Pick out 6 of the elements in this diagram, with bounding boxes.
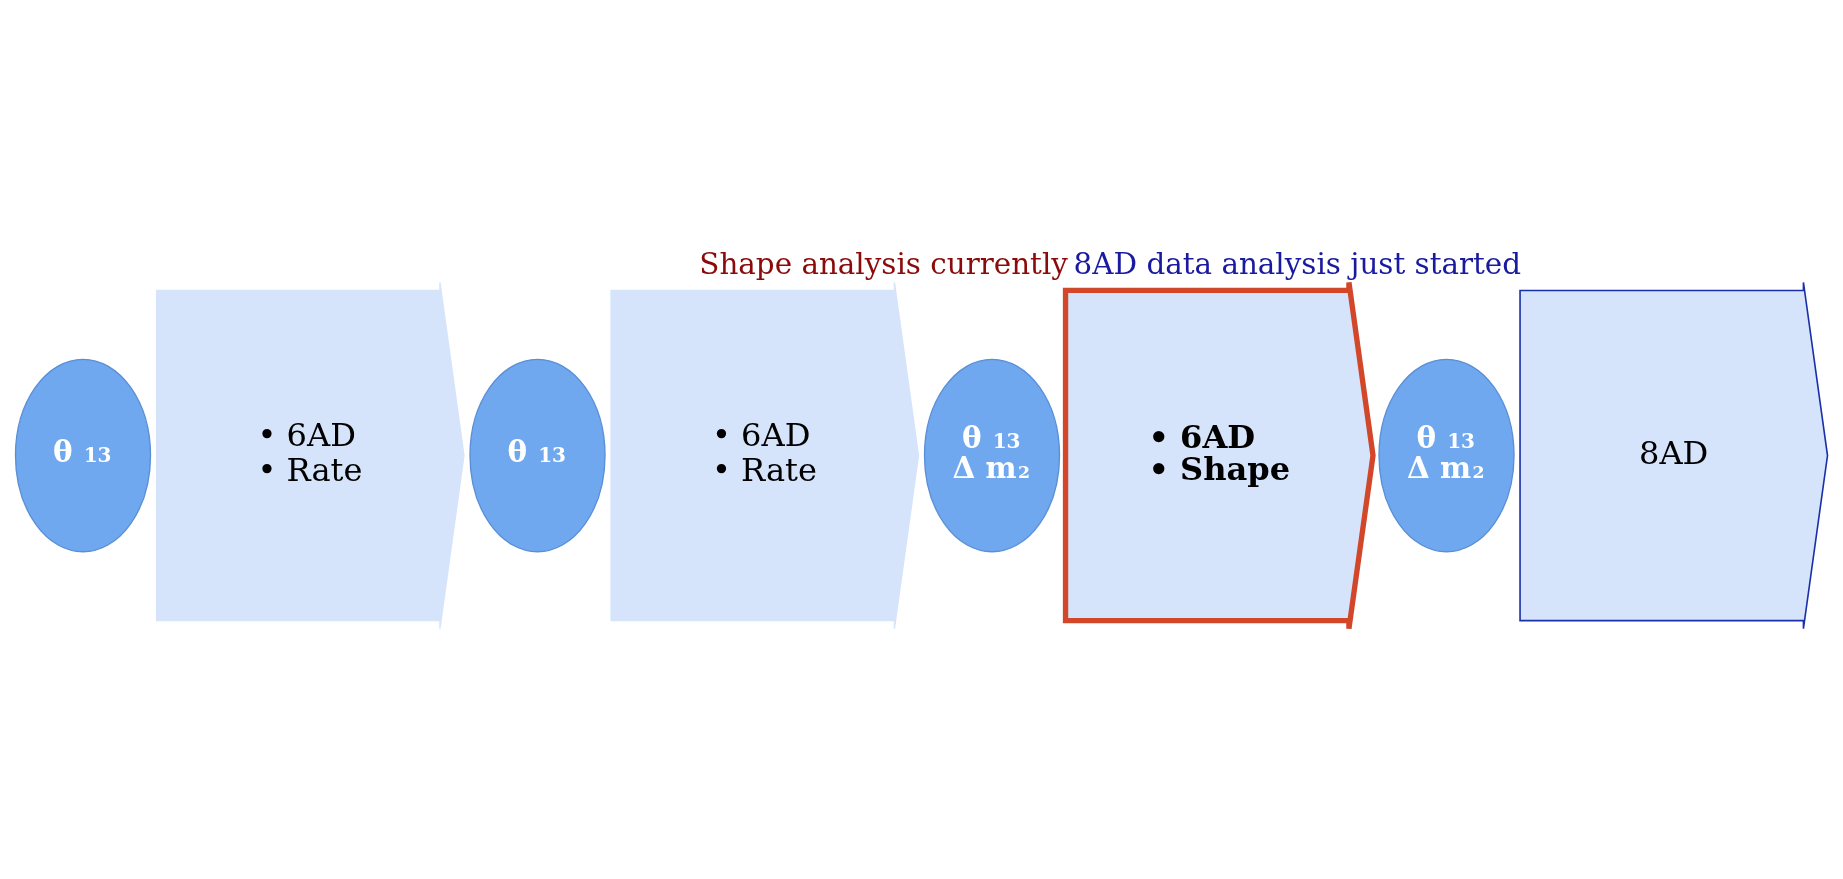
node-ellipse: θ 13	[14, 358, 152, 553]
node-label: 8AD data analysis just started	[1073, 246, 1522, 281]
node-ellipse: θ 13	[469, 358, 606, 553]
node-label: Shape analysis currently	[699, 246, 1068, 281]
node-ellipse: θ 13 Δ m2	[1378, 358, 1515, 553]
node-ellipse: θ 13 Δ m2	[923, 358, 1061, 553]
